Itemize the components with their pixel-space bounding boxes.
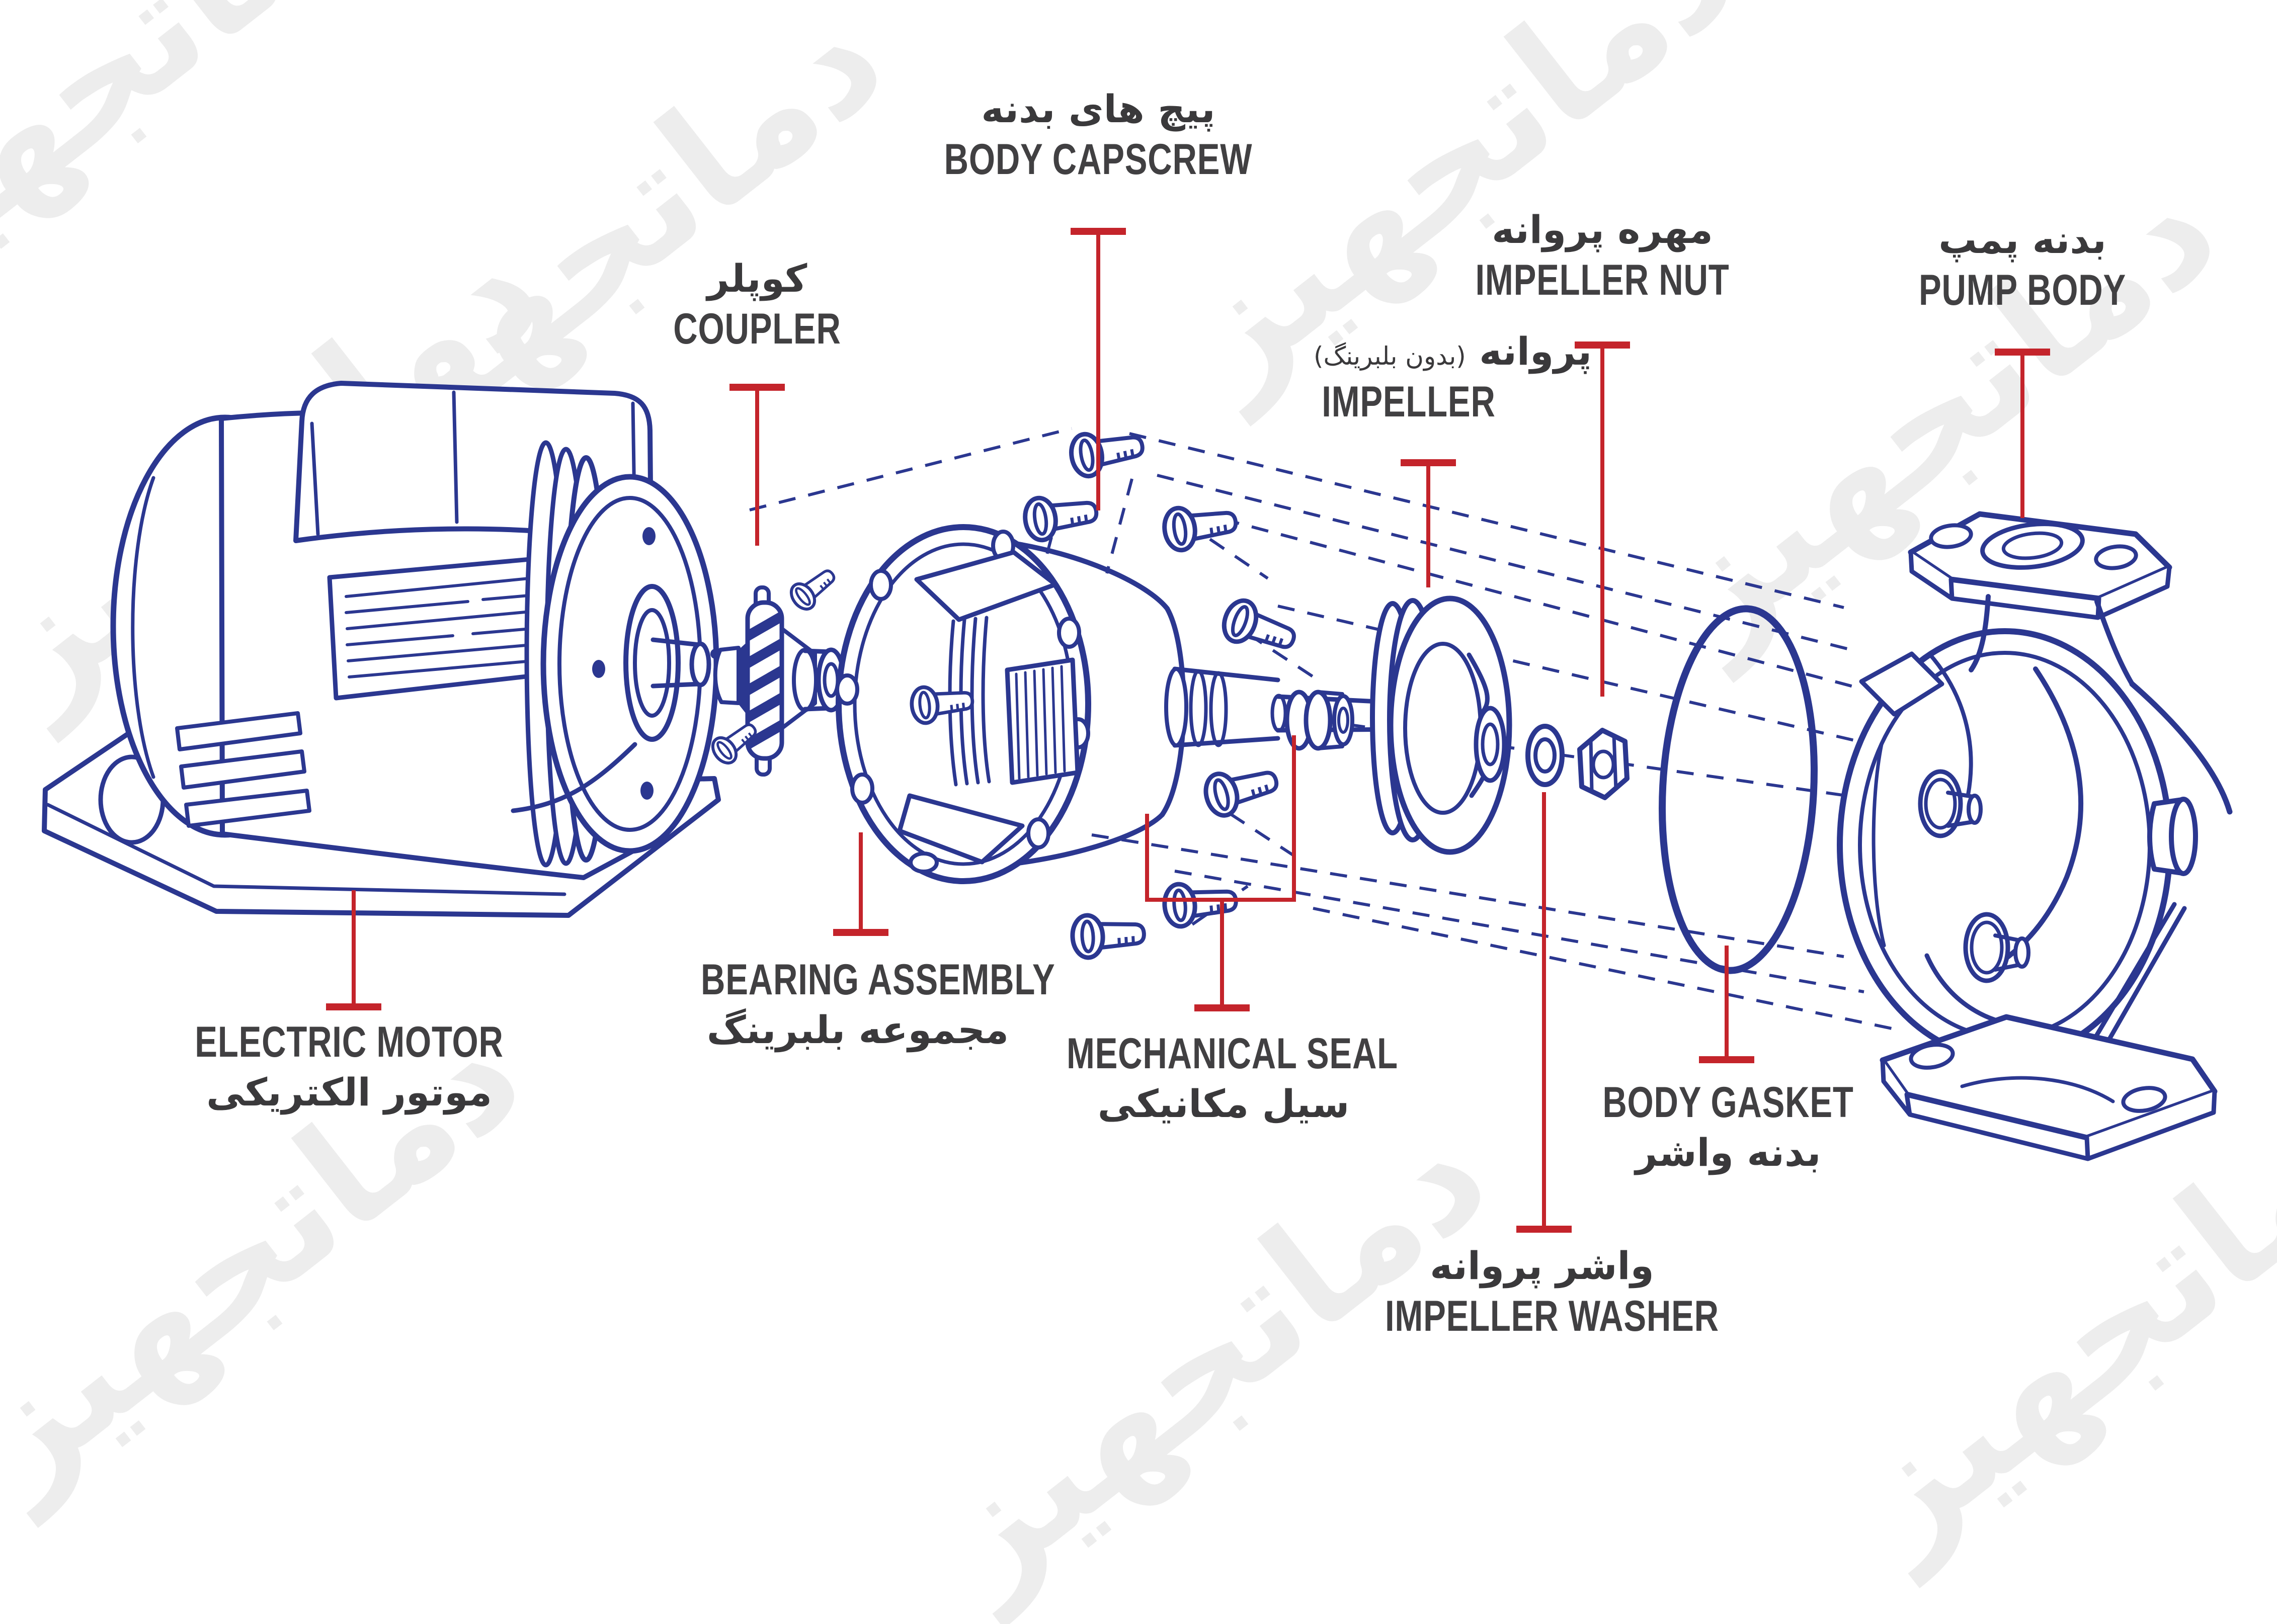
body-gasket-fa: بدنه واشر	[1635, 1130, 1821, 1175]
coupler-en: COUPLER	[673, 304, 841, 353]
pump-body-en: PUMP BODY	[1918, 266, 2127, 314]
leader-impeller-washer	[1516, 792, 1572, 1233]
label-impeller-nut: مهره پروانه IMPELLER NUT	[1439, 205, 1766, 306]
impeller-en: IMPELLER	[1322, 377, 1496, 426]
leader-electric-motor	[326, 890, 381, 1010]
body-gasket-en: BODY GASKET	[1602, 1078, 1854, 1127]
impeller-nut-drawing	[1577, 728, 1630, 800]
label-body-capscrew: پیچ های بدنه BODY CAPSCREW	[897, 84, 1299, 185]
label-body-gasket: BODY GASKET بدنه واشر	[1527, 1077, 1929, 1178]
leader-impeller	[1401, 459, 1456, 587]
body-gasket-drawing	[1659, 605, 1818, 974]
impeller-drawing	[1370, 595, 1512, 855]
leader-lines	[326, 228, 2050, 1233]
bearing-assembly-en: BEARING ASSEMBLY	[701, 956, 1055, 1004]
electric-motor-en: ELECTRIC MOTOR	[195, 1018, 504, 1066]
leader-coupler	[729, 384, 785, 546]
leader-mechanical-seal	[1145, 735, 1296, 1011]
label-bearing-assembly: BEARING ASSEMBLY مجموعه بلبرینگ	[657, 955, 1059, 1055]
impeller-nut-en: IMPELLER NUT	[1475, 255, 1730, 304]
mechanical-seal-fa: سیل مکانیکی	[1097, 1081, 1350, 1127]
label-impeller: پروانه (بدون بلبرینگ) IMPELLER	[1212, 327, 1605, 428]
impeller-nut-fa: مهره پروانه	[1492, 207, 1713, 252]
leader-impeller-nut	[1575, 341, 1630, 697]
impeller-washer-drawing	[1525, 724, 1565, 787]
impeller-washer-fa: واشر پروانه	[1430, 1243, 1654, 1288]
leader-bearing-assembly	[833, 832, 888, 936]
coupler-screw	[786, 563, 841, 614]
label-impeller-washer: واشر پروانه IMPELLER WASHER	[1341, 1241, 1743, 1342]
impeller-fa-note: (بدون بلبرینگ)	[1313, 341, 1466, 371]
impeller-washer-en: IMPELLER WASHER	[1385, 1292, 1719, 1340]
coupler-fa: کوپلر	[707, 256, 807, 301]
mechanical-seal-drawing	[1284, 690, 1354, 751]
electric-motor-fa: موتور الکتریکی	[206, 1070, 492, 1115]
bearing-assembly-fa: مجموعه بلبرینگ	[706, 1007, 1009, 1053]
bearing-assembly-drawing	[835, 524, 1186, 884]
label-pump-body: بدنه پمپ PUMP BODY	[1859, 215, 2186, 316]
pump-exploded-diagram	[42, 228, 2233, 1233]
pump-body-fa: بدنه پمپ	[1938, 217, 2106, 262]
leader-body-capscrew	[1071, 228, 1126, 510]
body-capscrew-en: BODY CAPSCREW	[944, 135, 1253, 184]
label-mechanical-seal: MECHANICAL SEAL سیل مکانیکی	[1022, 1029, 1425, 1129]
pump-body-drawing	[1837, 511, 2233, 1161]
electric-motor-drawing	[42, 381, 721, 918]
leader-body-gasket	[1699, 946, 1754, 1063]
body-capscrew-fa: پیچ های بدنه	[981, 87, 1215, 131]
mechanical-seal-en: MECHANICAL SEAL	[1067, 1030, 1398, 1078]
label-electric-motor: ELECTRIC MOTOR موتور الکتریکی	[108, 1017, 591, 1118]
label-coupler: کوپلر COUPLER	[606, 254, 908, 355]
leader-pump-body	[1995, 349, 2050, 518]
impeller-fa: پروانه (بدون بلبرینگ)	[1313, 329, 1592, 374]
